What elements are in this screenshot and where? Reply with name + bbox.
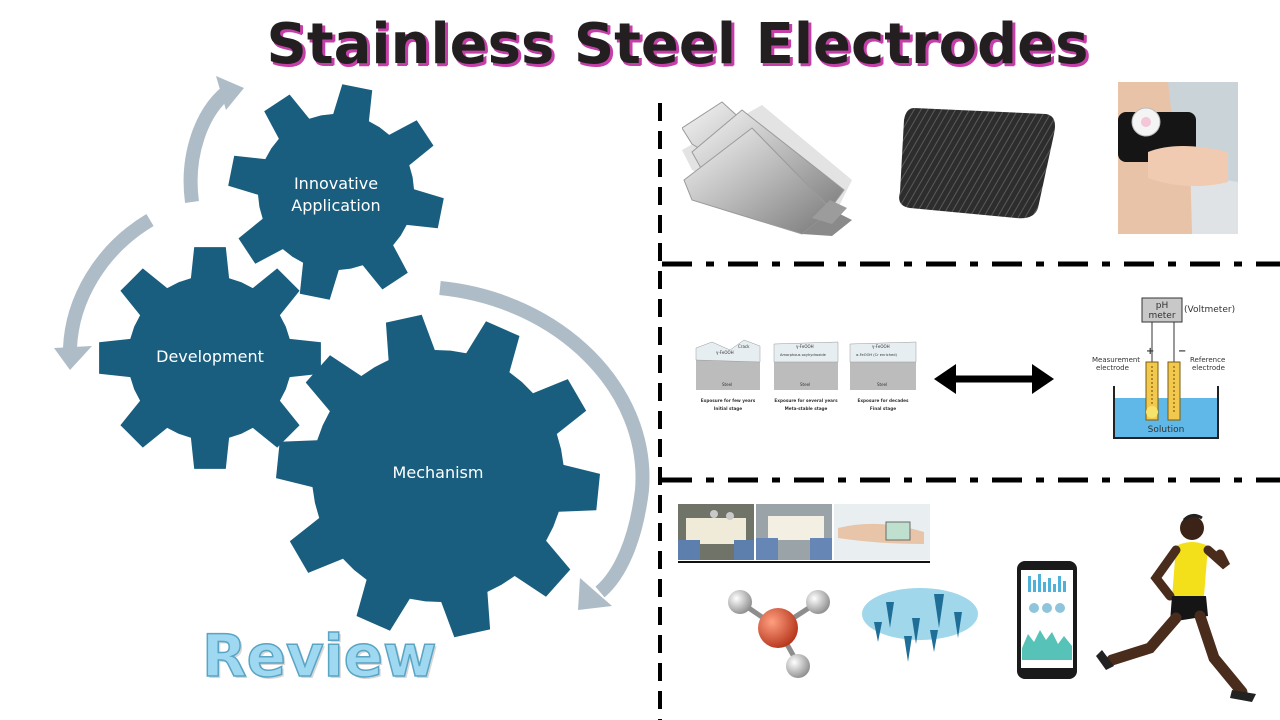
stage1-steel-label: Steel bbox=[722, 382, 732, 387]
reference-label-1: Reference bbox=[1190, 356, 1225, 364]
cycle-arrow-top-head bbox=[216, 76, 244, 110]
plus-sign: + bbox=[1146, 346, 1154, 357]
stage2-layer-label: Amorphous oxyhydroxide bbox=[780, 353, 827, 357]
wearable-sensor-photos-icon bbox=[678, 504, 930, 563]
stage1-caption1: Exposure for few years bbox=[701, 398, 756, 403]
minus-sign: − bbox=[1178, 346, 1186, 357]
ph-meter-label-2: meter bbox=[1148, 311, 1175, 321]
review-label: Review bbox=[201, 621, 437, 691]
runner-icon bbox=[1096, 513, 1256, 702]
smartphone-icon bbox=[1017, 561, 1077, 679]
gear-cycle-diagram: Innovative Application Development Mecha… bbox=[54, 76, 650, 638]
stage2-steel-label: Steel bbox=[800, 382, 810, 387]
stage3-top-label: γ-FeOOH bbox=[872, 344, 890, 349]
stage2-caption2: Meta-stable stage bbox=[785, 406, 828, 411]
voltmeter-label: (Voltmeter) bbox=[1184, 305, 1235, 315]
ph-meter-label-1: pH bbox=[1156, 301, 1168, 311]
stage2-caption1: Exposure for several years bbox=[774, 398, 838, 403]
reference-label-2: electrode bbox=[1192, 364, 1225, 372]
stage1-crack-label: Crack bbox=[738, 344, 750, 349]
cycle-arrow-left-head bbox=[54, 346, 92, 370]
double-arrow-icon bbox=[934, 364, 1054, 394]
cycle-arrow-left bbox=[63, 213, 154, 349]
gear-label-innovative: Innovative bbox=[294, 174, 378, 193]
stage3-steel-label: Steel bbox=[877, 382, 887, 387]
measurement-label-1: Measurement bbox=[1092, 356, 1140, 364]
steel-mesh-fabric-icon bbox=[899, 108, 1055, 219]
gear-label-development: Development bbox=[156, 347, 264, 366]
solution-label: Solution bbox=[1148, 425, 1185, 435]
measurement-label-2: electrode bbox=[1096, 364, 1129, 372]
stage1-layer-label: γ-FeOOH bbox=[716, 350, 734, 355]
water-molecule-icon bbox=[728, 590, 830, 678]
corrosion-stages-figure: Crack γ-FeOOH Steel Exposure for few yea… bbox=[695, 339, 917, 411]
stage2-top-label: γ-FeOOH bbox=[796, 344, 814, 349]
gear-innovative-application bbox=[228, 84, 444, 300]
stage1-caption2: Initial stage bbox=[714, 406, 742, 411]
stage3-caption2: Final stage bbox=[870, 406, 896, 411]
gear-label-mechanism: Mechanism bbox=[393, 463, 484, 482]
gear-label-application: Application bbox=[291, 196, 380, 215]
steel-bars-icon bbox=[682, 101, 852, 236]
page-title: Stainless Steel Electrodes bbox=[266, 12, 1089, 77]
cycle-arrow-right-head bbox=[578, 578, 612, 610]
microneedle-array-icon bbox=[862, 588, 978, 662]
ph-meter-figure: pH meter (Voltmeter) + − Measurement ele… bbox=[1092, 297, 1235, 439]
gear-mechanism bbox=[276, 314, 600, 638]
arm-sensor-icon bbox=[1118, 82, 1238, 234]
cycle-arrow-right bbox=[439, 281, 650, 598]
stage3-layer-label: α-FeOOH (Cr enriched) bbox=[856, 353, 897, 357]
stage3-caption1: Exposure for decades bbox=[858, 398, 909, 403]
gear-development bbox=[99, 247, 321, 469]
